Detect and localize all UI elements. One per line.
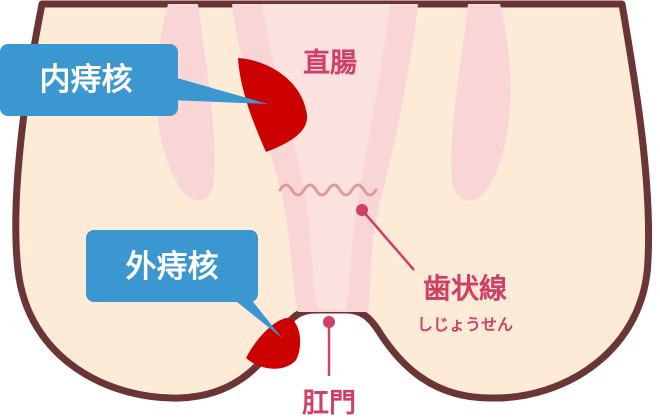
anus-label: 肛門 — [302, 388, 356, 419]
dentate-line-reading-label: しじょうせん — [417, 315, 513, 334]
anal-canal-inner — [262, 4, 390, 310]
dentate-line-dot — [356, 204, 368, 216]
dentate-line-label: 歯状線 — [423, 272, 507, 305]
callout-internal-hemorrhoid-label: 内痔核 — [40, 62, 133, 98]
dentate-line-wave — [278, 183, 378, 197]
callout-internal-hemorrhoid: 内痔核 — [0, 44, 268, 116]
right-fold — [451, 4, 511, 201]
rectum-label: 直腸 — [303, 48, 357, 79]
callout-external-hemorrhoid: 外痔核 — [86, 230, 282, 338]
internal-hemorrhoid-mass — [238, 58, 308, 152]
external-hemorrhoid-mass — [246, 318, 301, 369]
callout-external-hemorrhoid-label: 外痔核 — [126, 249, 219, 285]
dentate-line-pointer — [361, 209, 415, 271]
